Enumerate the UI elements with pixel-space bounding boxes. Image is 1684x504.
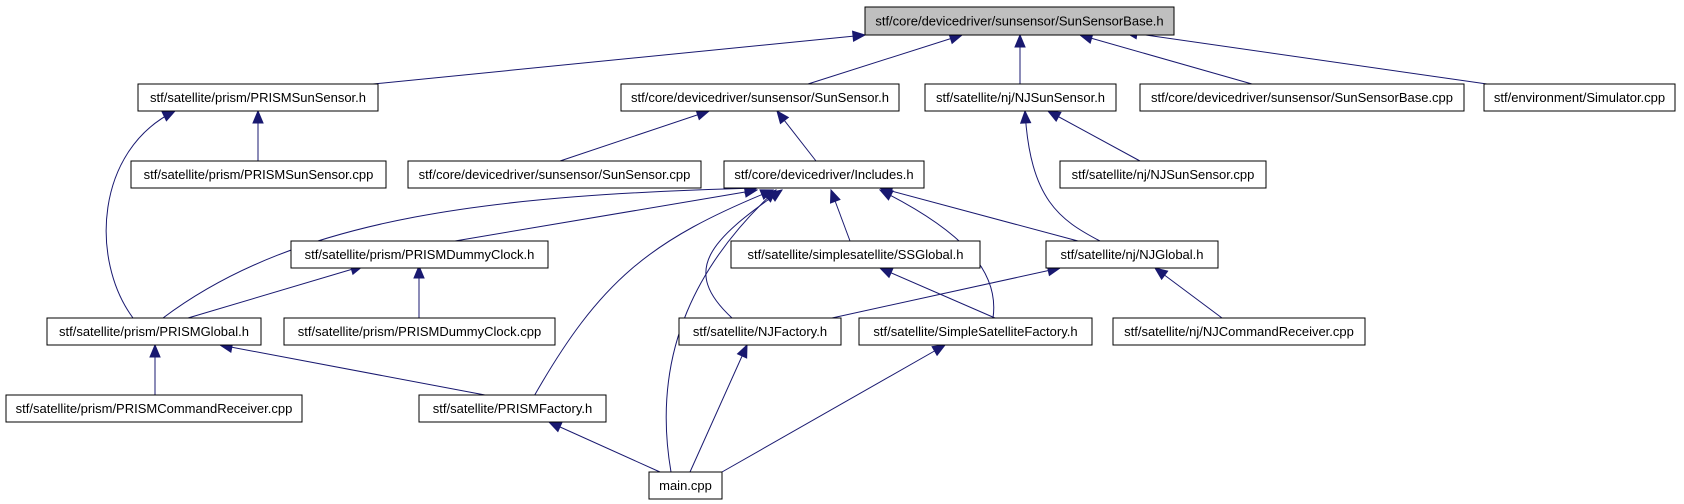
node-simulator-cpp[interactable]: stf/environment/Simulator.cpp <box>1483 83 1676 112</box>
node-box <box>283 317 556 346</box>
node-njglobal-h[interactable]: stf/satellite/nj/NJGlobal.h <box>1045 240 1219 269</box>
edge-njglobal-to-includes <box>880 188 1079 242</box>
node-prismdummyclock-h[interactable]: stf/satellite/prism/PRISMDummyClock.h <box>290 240 549 269</box>
node-sunsensorbase-h[interactable]: stf/core/devicedriver/sunsensor/SunSenso… <box>864 6 1175 36</box>
node-box <box>290 240 549 269</box>
node-simplesatellitefactory-h[interactable]: stf/satellite/SimpleSatelliteFactory.h <box>858 317 1093 346</box>
node-box <box>648 471 723 500</box>
node-njcommandreceiver-cpp[interactable]: stf/satellite/nj/NJCommandReceiver.cpp <box>1112 317 1366 346</box>
node-label: stf/satellite/prism/PRISMCommandReceiver… <box>16 401 293 416</box>
edge-main-to-includes <box>665 190 776 473</box>
node-box <box>858 317 1093 346</box>
node-box <box>864 6 1175 36</box>
node-sunsensor-h[interactable]: stf/core/devicedriver/sunsensor/SunSenso… <box>620 83 900 112</box>
node-label: stf/satellite/prism/PRISMGlobal.h <box>59 324 249 339</box>
node-label: stf/core/devicedriver/sunsensor/SunSenso… <box>419 167 691 182</box>
edge-main-to-prismfactory <box>549 422 661 473</box>
node-label: stf/satellite/prism/PRISMSunSensor.h <box>150 90 366 105</box>
edge-njfactory-to-includes <box>705 190 782 319</box>
node-label: stf/satellite/prism/PRISMDummyClock.h <box>305 247 535 262</box>
node-label: stf/core/devicedriver/sunsensor/SunSenso… <box>1151 90 1453 105</box>
node-box <box>730 240 981 269</box>
edge-njfactory-to-njglobal <box>831 268 1060 319</box>
node-box <box>1139 83 1465 112</box>
node-sunsensor-cpp[interactable]: stf/core/devicedriver/sunsensor/SunSenso… <box>407 160 702 189</box>
nodes: stf/core/devicedriver/sunsensor/SunSenso… <box>5 6 1676 500</box>
node-njsunsensor-cpp[interactable]: stf/satellite/nj/NJSunSensor.cpp <box>1059 160 1267 189</box>
edge-sunsensor-cpp-to-sunsensor <box>559 111 709 162</box>
edge-sunsensorbase-cpp-to-sunsensorbase <box>1080 35 1253 85</box>
node-label: stf/core/devicedriver/sunsensor/SunSenso… <box>631 90 889 105</box>
node-label: stf/satellite/simplesatellite/SSGlobal.h <box>747 247 963 262</box>
edge-simulator-to-sunsensorbase <box>1125 32 1488 85</box>
node-prismcommandreceiver-cpp[interactable]: stf/satellite/prism/PRISMCommandReceiver… <box>5 394 303 423</box>
edge-njcommandreceiver-to-njglobal <box>1155 268 1223 319</box>
node-label: stf/satellite/nj/NJGlobal.h <box>1060 247 1203 262</box>
node-label: stf/core/devicedriver/Includes.h <box>734 167 913 182</box>
node-label: stf/satellite/nj/NJSunSensor.cpp <box>1072 167 1255 182</box>
node-box <box>407 160 702 189</box>
node-box <box>418 394 607 423</box>
node-label: stf/satellite/nj/NJCommandReceiver.cpp <box>1124 324 1354 339</box>
node-label: stf/satellite/PRISMFactory.h <box>433 401 592 416</box>
node-label: stf/environment/Simulator.cpp <box>1494 90 1665 105</box>
edge-prismfactory-to-prismglobal <box>220 345 486 396</box>
node-box <box>1059 160 1267 189</box>
edge-prismsunsensor-to-sunsensorbase <box>372 35 865 85</box>
node-box <box>46 317 262 346</box>
node-prismdummyclock-cpp[interactable]: stf/satellite/prism/PRISMDummyClock.cpp <box>283 317 556 346</box>
node-box <box>5 394 303 423</box>
node-box <box>1483 83 1676 112</box>
edge-main-to-njfactory <box>689 345 747 473</box>
node-label: stf/satellite/nj/NJSunSensor.h <box>936 90 1105 105</box>
node-box <box>1112 317 1366 346</box>
edge-njglobal-to-njsunsensor <box>1025 111 1101 242</box>
node-label: stf/core/devicedriver/sunsensor/SunSenso… <box>875 14 1163 29</box>
node-prismglobal-h[interactable]: stf/satellite/prism/PRISMGlobal.h <box>46 317 262 346</box>
node-box <box>620 83 900 112</box>
edge-prismfactory-to-includes <box>532 190 773 399</box>
node-prismsunsensor-h[interactable]: stf/satellite/prism/PRISMSunSensor.h <box>137 83 379 112</box>
node-box <box>130 160 387 189</box>
edge-ssglobal-to-includes <box>831 190 851 242</box>
node-prismfactory-h[interactable]: stf/satellite/PRISMFactory.h <box>418 394 607 423</box>
node-label: main.cpp <box>659 478 712 493</box>
edge-simplesatellitefactory-to-ssglobal <box>880 268 996 319</box>
node-sunsensorbase-cpp[interactable]: stf/core/devicedriver/sunsensor/SunSenso… <box>1139 83 1465 112</box>
node-njfactory-h[interactable]: stf/satellite/NJFactory.h <box>678 317 842 346</box>
node-box <box>1045 240 1219 269</box>
edge-prismglobal-to-prismdummyclock <box>187 266 363 319</box>
node-label: stf/satellite/prism/PRISMSunSensor.cpp <box>144 167 374 182</box>
edge-njsunsensor-cpp-to-njsunsensor <box>1048 111 1141 162</box>
node-label: stf/satellite/SimpleSatelliteFactory.h <box>873 324 1077 339</box>
node-box <box>924 83 1117 112</box>
node-njsunsensor-h[interactable]: stf/satellite/nj/NJSunSensor.h <box>924 83 1117 112</box>
edge-prismdummyclock-to-includes <box>454 190 757 242</box>
node-includes-h[interactable]: stf/core/devicedriver/Includes.h <box>723 160 925 189</box>
node-box <box>678 317 842 346</box>
edge-includes-to-sunsensor <box>777 111 817 162</box>
node-box <box>137 83 379 112</box>
node-ssglobal-h[interactable]: stf/satellite/simplesatellite/SSGlobal.h <box>730 240 981 269</box>
edge-prismglobal-to-includes <box>162 188 757 319</box>
node-label: stf/satellite/NJFactory.h <box>693 324 827 339</box>
node-prismsunsensor-cpp[interactable]: stf/satellite/prism/PRISMSunSensor.cpp <box>130 160 387 189</box>
node-label: stf/satellite/prism/PRISMDummyClock.cpp <box>298 324 541 339</box>
edge-sunsensor-to-sunsensorbase <box>807 35 962 85</box>
edge-main-to-simplesatellitefactory <box>721 345 945 473</box>
node-box <box>723 160 925 189</box>
edge-prismglobal-to-prismsunsensor <box>105 111 175 319</box>
node-main-cpp[interactable]: main.cpp <box>648 471 723 500</box>
